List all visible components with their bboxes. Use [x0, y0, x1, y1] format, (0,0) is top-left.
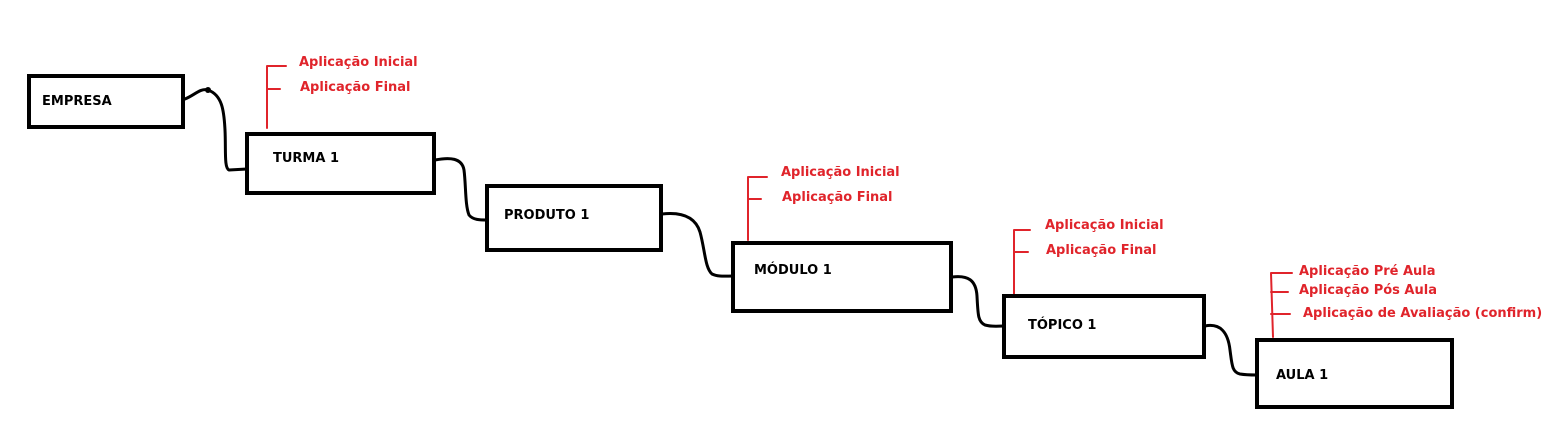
connector-produto-modulo	[660, 212, 735, 278]
node-turma-label: TURMA 1	[273, 151, 340, 166]
topico-annotation-initial: Aplicação Inicial	[1045, 218, 1164, 233]
connector-dot	[205, 87, 211, 93]
modulo-annotation-final: Aplicação Final	[782, 190, 893, 205]
bracket-modulo	[747, 176, 768, 241]
node-topico	[1002, 294, 1206, 359]
bracket-turma	[266, 65, 287, 129]
turma-annotation-initial: Aplicação Inicial	[299, 55, 418, 70]
node-produto	[485, 184, 663, 252]
bracket-topico	[1013, 229, 1031, 295]
node-turma	[245, 132, 436, 195]
bracket-aula	[1270, 272, 1293, 338]
aula-annotation-avaliacao: Aplicação de Avaliação (confirm)	[1303, 306, 1543, 321]
topico-annotation-final: Aplicação Final	[1046, 243, 1157, 258]
node-modulo	[731, 241, 953, 313]
connector-turma-produto	[433, 157, 489, 222]
node-aula-label: AULA 1	[1276, 368, 1329, 383]
node-topico-label: TÓPICO 1	[1028, 318, 1097, 333]
connector-topico-aula	[1203, 323, 1259, 377]
node-aula	[1255, 338, 1454, 409]
node-modulo-label: MÓDULO 1	[754, 263, 832, 278]
turma-annotation-final: Aplicação Final	[300, 80, 411, 95]
node-empresa-label: EMPRESA	[42, 94, 112, 109]
connector-modulo-topico	[950, 275, 1006, 328]
node-empresa	[27, 74, 185, 129]
node-produto-label: PRODUTO 1	[504, 208, 590, 223]
aula-annotation-pos: Aplicação Pós Aula	[1299, 283, 1437, 298]
aula-annotation-pre: Aplicação Pré Aula	[1299, 264, 1436, 279]
modulo-annotation-initial: Aplicação Inicial	[781, 165, 900, 180]
connector-empresa-turma	[183, 88, 249, 172]
